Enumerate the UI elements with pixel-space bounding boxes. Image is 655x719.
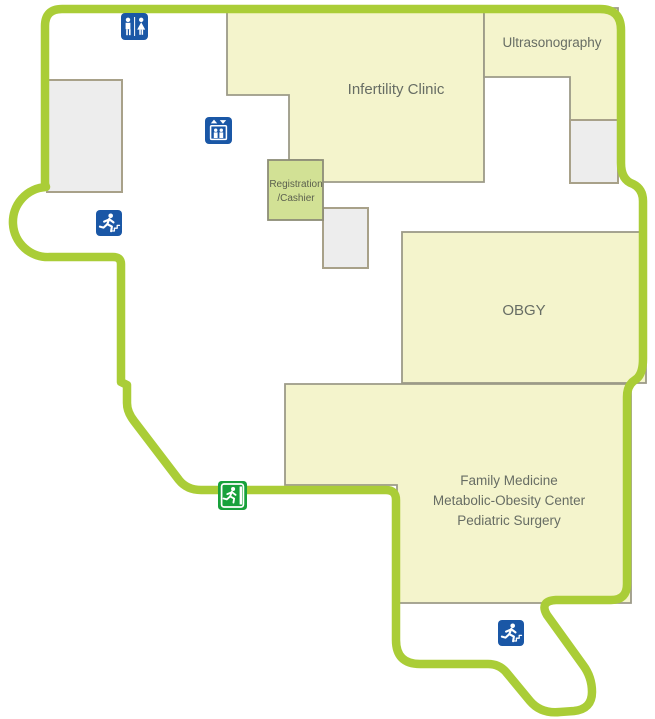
label-family-medicine-line2: Metabolic-Obesity Center — [433, 493, 586, 508]
label-family-medicine-line1: Family Medicine — [460, 473, 558, 488]
exit-door-icon — [218, 481, 247, 510]
label-obgy: OBGY — [502, 302, 545, 319]
elevator-down-arrow — [219, 120, 227, 124]
room-unlabeled-right — [569, 119, 619, 184]
door-leaf — [239, 486, 242, 505]
room-unlabeled-middle — [322, 207, 369, 269]
emergency-exit-stairs-icon-bottom — [498, 620, 524, 646]
restroom-divider — [134, 17, 136, 36]
room-registration-cashier — [267, 159, 324, 221]
door-frame — [220, 483, 245, 508]
label-infertility-clinic: Infertility Clinic — [348, 81, 445, 98]
female-figure — [137, 17, 146, 35]
stairs-glyph — [110, 224, 121, 232]
label-ultrasonography: Ultrasonography — [502, 35, 601, 50]
room-unlabeled-top-left — [46, 79, 123, 193]
elevator-up-arrow — [210, 119, 218, 124]
label-registration-line1: Registration — [269, 179, 322, 190]
emergency-exit-stairs-icon-left — [96, 210, 122, 236]
restroom-icon — [121, 13, 148, 40]
label-family-medicine-line3: Pediatric Surgery — [457, 513, 561, 528]
stairs-glyph — [512, 634, 523, 642]
label-registration-line2: /Cashier — [277, 193, 315, 204]
corridor-outline — [8, 4, 648, 717]
elevator-icon — [205, 117, 232, 144]
room-obgy — [401, 231, 647, 384]
male-figure — [125, 17, 131, 36]
room-ultrasonography — [483, 7, 619, 121]
